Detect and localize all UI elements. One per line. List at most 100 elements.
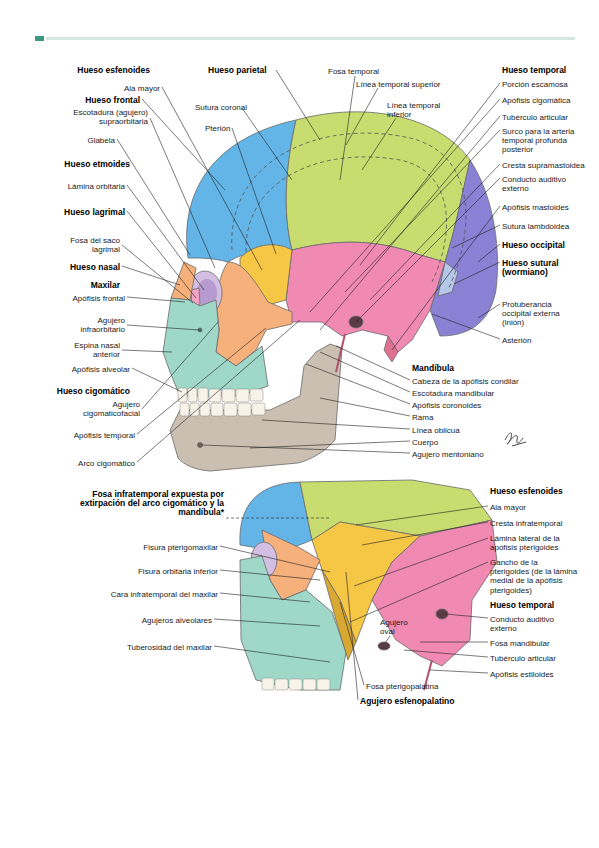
leader-line <box>454 262 500 284</box>
leader-line <box>360 83 500 265</box>
part-label: Tuberosidad del maxilar <box>102 643 212 652</box>
temporal-bone <box>372 520 497 666</box>
nasal-bone <box>171 262 196 300</box>
leader-line <box>276 70 320 140</box>
tooth <box>209 389 221 402</box>
leader-line <box>354 538 488 586</box>
leader-line <box>162 87 262 270</box>
part-label: Conducto auditivo externo <box>502 175 580 193</box>
leader-line <box>452 225 500 248</box>
tooth <box>222 389 235 402</box>
bone-name: Hueso temporal <box>502 66 582 75</box>
leader-line <box>320 398 410 416</box>
part-label: Porción escamosa <box>502 80 592 89</box>
leader-line <box>242 108 292 180</box>
leader-line <box>220 570 320 580</box>
leader-line <box>362 118 396 170</box>
leader-line <box>127 211 196 298</box>
occipital-bone <box>430 160 498 336</box>
tooth <box>211 403 223 416</box>
part-label: Cresta supramastoidea <box>502 161 592 170</box>
part-label: Lámina orbitaria <box>55 182 125 191</box>
infratemporal-view <box>240 480 497 690</box>
bone-name: Hueso lagrimal <box>55 208 125 217</box>
part-label: Línea oblicua <box>412 426 492 435</box>
part-label: Agujero infraorbitario <box>65 316 125 334</box>
part-label: Cabeza de la apófisis condilar <box>412 377 542 386</box>
tooth <box>178 388 187 402</box>
tooth <box>252 403 265 415</box>
part-label: Fosa del saco lagrimal <box>62 236 120 254</box>
part-label: Ala mayor <box>490 503 580 512</box>
maxilla <box>163 298 268 396</box>
leader-line <box>127 185 204 290</box>
leader-line <box>142 99 225 190</box>
tooth <box>250 389 263 401</box>
tooth <box>317 679 330 690</box>
foramen-ovale <box>378 642 390 650</box>
mastoid-process <box>384 336 398 362</box>
leader-line <box>226 518 330 519</box>
bone-name: Hueso frontal <box>70 96 140 105</box>
part-label: Agujeros alveolares <box>112 616 212 625</box>
leader-line <box>346 572 358 700</box>
part-label: Sutura lambdoidea <box>502 222 592 231</box>
part-label: Cara infratemporal del maxilar <box>88 590 218 599</box>
part-label: Lámina lateral de la apófisis pterigoide… <box>490 534 580 552</box>
header-rule <box>46 37 575 40</box>
leader-line <box>340 602 364 685</box>
part-label: Rama <box>412 413 472 422</box>
bone-name: Maxilar <box>70 281 120 290</box>
lateral-skull <box>163 112 498 471</box>
artist-signature <box>505 433 526 446</box>
leader-line <box>404 650 488 657</box>
part-label: Glabela <box>75 136 115 145</box>
part-label: Apófisis coronoides <box>412 401 532 410</box>
part-label: Escotadura (agujero) supraorbitaria <box>60 108 148 126</box>
leader-line <box>137 320 300 462</box>
part-label: Línea temporal inferior <box>387 101 449 119</box>
teeth <box>178 388 265 416</box>
part-label: Fosa mandibular <box>490 639 580 648</box>
bone-name: Hueso nasal <box>60 263 120 272</box>
tooth <box>262 678 274 690</box>
leader-line <box>478 304 500 318</box>
part-label: Apófisis cigomática <box>502 96 592 105</box>
part-label: Apófisis frontal <box>55 294 125 303</box>
leader-line <box>117 139 190 255</box>
part-label: Ala mayor <box>100 84 160 93</box>
part-label: Tubérculo articular <box>502 113 592 122</box>
leader-line <box>262 420 410 429</box>
mandible <box>170 344 342 471</box>
part-label: Asterión <box>502 336 562 345</box>
leader-line <box>202 445 410 453</box>
header-mark <box>35 36 44 41</box>
leader-line <box>214 619 320 626</box>
tooth <box>275 679 288 690</box>
maxilla <box>240 556 346 690</box>
leader-line <box>122 245 193 303</box>
part-label: Línea temporal superior <box>356 80 456 89</box>
tooth <box>238 403 251 416</box>
styloid-process <box>336 334 345 372</box>
leader-line <box>220 546 330 572</box>
part-label: Sutura coronal <box>195 103 255 112</box>
part-label: Fisura orbitaria inferior <box>108 567 218 576</box>
leader-line <box>122 350 172 352</box>
leader-line <box>122 266 180 285</box>
leader-line <box>446 614 488 618</box>
temporal-bone <box>286 242 445 352</box>
leader-line <box>350 562 488 622</box>
teeth <box>262 678 330 690</box>
part-label: Gancho de la pterigoides (de la lámina m… <box>490 558 578 595</box>
leader-line <box>150 118 215 268</box>
tooth <box>236 389 249 402</box>
part-label: Pterión <box>205 124 245 133</box>
leader-line <box>340 76 355 180</box>
leader-line <box>137 328 266 434</box>
bone-name: Agujero esfenopalatino <box>360 697 480 706</box>
bone-name: Hueso cigomático <box>50 387 130 396</box>
inferior-temporal-line <box>246 157 447 282</box>
part-label: Escotadura mandibular <box>412 389 532 398</box>
